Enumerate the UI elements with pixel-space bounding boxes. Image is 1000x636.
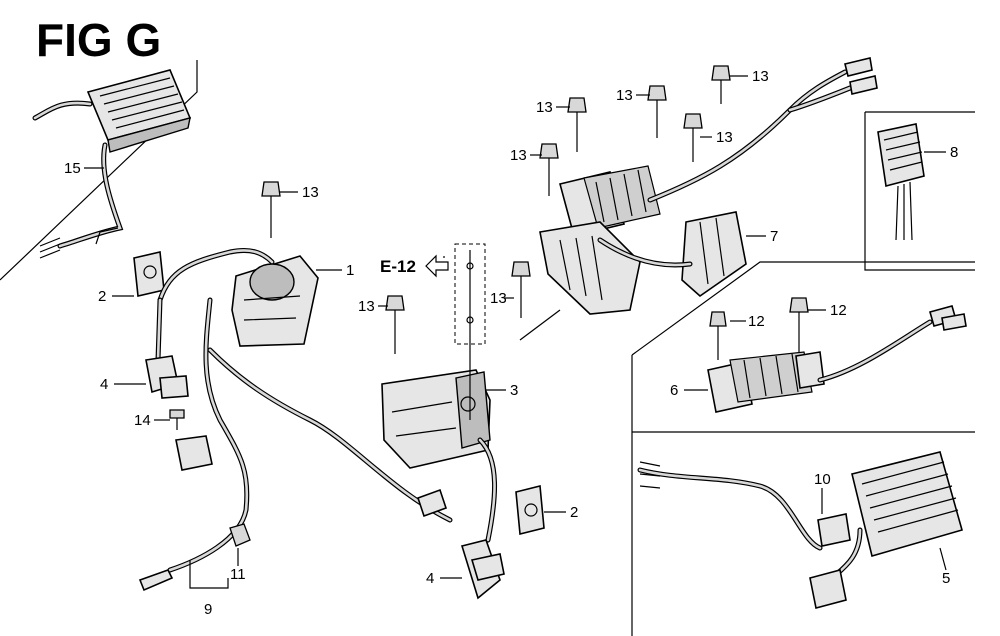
callout-13-g: 13 <box>716 129 733 146</box>
callout-3: 3 <box>510 382 518 399</box>
plug-cap-4-lower <box>460 539 505 600</box>
ignition-coil-3 <box>381 369 491 469</box>
panel-frames <box>0 60 975 636</box>
leader-lines <box>84 75 947 579</box>
regulator-8 <box>877 123 925 241</box>
charge-coil-6 <box>707 305 967 413</box>
charge-coil-7 <box>539 57 878 315</box>
grommet-2 <box>133 251 165 297</box>
callout-7: 7 <box>770 228 778 245</box>
callout-15: 15 <box>64 160 81 177</box>
regulator-5 <box>637 451 963 609</box>
callout-8: 8 <box>950 144 958 161</box>
callout-5: 5 <box>942 570 950 587</box>
reference-stud <box>454 243 486 420</box>
callout-13-b: 13 <box>358 298 375 315</box>
callout-1: 1 <box>346 262 354 279</box>
callout-2-lower: 2 <box>570 504 578 521</box>
figure-title: FIG G <box>36 14 161 66</box>
callout-13-e: 13 <box>536 99 553 116</box>
callout-13-h: 13 <box>752 68 769 85</box>
callout-13-c: 13 <box>490 290 507 307</box>
reference-arrow <box>425 254 449 278</box>
bolt-13-group <box>261 65 731 354</box>
wire-harness <box>155 247 498 573</box>
callout-13-d: 13 <box>510 147 527 164</box>
callout-9: 9 <box>204 601 212 618</box>
regulator-15 <box>32 69 192 259</box>
callout-14: 14 <box>134 412 151 429</box>
callout-12-right: 12 <box>830 302 847 319</box>
reference-label: E-12 <box>380 257 416 276</box>
plug-cap-4 <box>145 355 189 399</box>
callout-labels: 15 2 1 3 4 14 2 4 7 8 6 12 12 10 5 11 9 … <box>64 68 958 618</box>
connector-left <box>175 435 213 471</box>
callout-4: 4 <box>100 376 108 393</box>
nut-11 <box>229 523 251 547</box>
callout-2: 2 <box>98 288 106 305</box>
lead-9 <box>138 560 229 592</box>
ignition-coil-1 <box>231 255 319 347</box>
callout-11: 11 <box>230 566 246 583</box>
bolt-12-right <box>789 297 809 352</box>
callout-4-lower: 4 <box>426 570 434 587</box>
bolt-12-left <box>709 311 727 360</box>
callout-13-a: 13 <box>302 184 319 201</box>
callout-6: 6 <box>670 382 678 399</box>
screw-14 <box>169 409 185 430</box>
callout-12-left: 12 <box>748 313 765 330</box>
grommet-2-lower <box>515 484 545 536</box>
callout-13-f: 13 <box>616 87 633 104</box>
callout-10: 10 <box>814 471 831 488</box>
